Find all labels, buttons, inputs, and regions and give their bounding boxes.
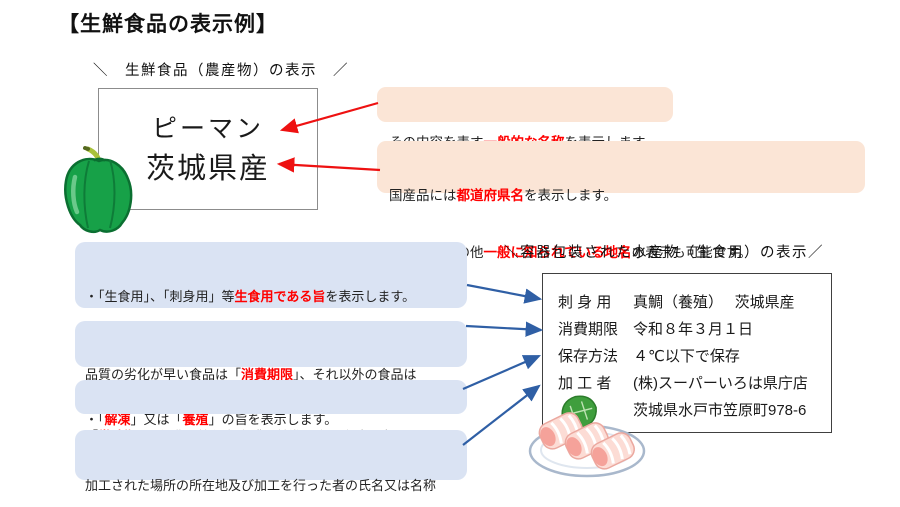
- row-label: 刺 身 用: [558, 294, 612, 311]
- page-title: 【生鮮食品の表示例】: [58, 13, 278, 36]
- note-line: ・「生食用」、「刺身用」等生食用である旨を表示します。: [85, 289, 416, 304]
- note-line: 加工された場所の所在地及び加工を行った者の氏名又は名称: [85, 478, 437, 493]
- seafood-label-card: 刺 身 用 真鯛（養殖） 茨城県産 消費期限 令和８年３月１日 保存方法 ４℃以…: [542, 273, 832, 433]
- row-value: 令和８年３月１日: [633, 321, 754, 338]
- callout-line: 国産品には都道府県名を表示します。: [389, 188, 618, 203]
- label-row: 保存方法 ４℃以下で保存: [558, 342, 831, 369]
- seafood-section-label: ＼容器包装された水産物（生食用）の表示／: [504, 245, 824, 261]
- produce-label-card: ピーマン 茨城県産: [98, 88, 318, 210]
- row-value: (株)スーパーいろは県庁店: [633, 375, 808, 392]
- row-value: ４℃以下で保存: [633, 348, 740, 365]
- origin-rule-callout: 国産品には都道府県名を表示します。 市町村名その他一般に知られている地名の表示も…: [377, 141, 865, 260]
- label-row: 加 工 者 (株)スーパーいろは県庁店: [558, 369, 831, 396]
- sashimi-slice: [590, 432, 635, 470]
- raw-fish-rule-note: ・「生食用」、「刺身用」等生食用である旨を表示します。 ・ 原則、水域名又は地域…: [75, 242, 467, 427]
- label-row: 消費期限 令和８年３月１日: [558, 315, 831, 342]
- blue-arrow-processor: [462, 384, 541, 446]
- produce-section-label: ＼ 生鮮食品（農産物）の表示 ／: [93, 63, 349, 79]
- label-row: 刺 身 用 真鯛（養殖） 茨城県産: [558, 288, 831, 315]
- expiry-rule-note: 品質の劣化が早い食品は「消費期限」、それ以外の食品は 「賞味期限」を年月日の順で…: [75, 321, 467, 444]
- processor-rule-note: 加工された場所の所在地及び加工を行った者の氏名又は名称 を表示します。: [75, 430, 467, 493]
- note-line: ・「解凍」又は「養殖」の旨を表示します。: [85, 412, 338, 427]
- blue-arrow-storage: [462, 354, 542, 391]
- blue-arrow-expiry: [465, 321, 544, 337]
- row-value: 真鯛（養殖） 茨城県産: [633, 294, 795, 311]
- note-line: 品質の劣化が早い食品は「消費期限」、それ以外の食品は: [85, 367, 417, 382]
- name-rule-callout: その内容を表す一般的な名称を表示します。: [377, 87, 673, 150]
- product-name-text: ピーマン: [151, 115, 264, 143]
- row-label: 消費期限: [558, 321, 619, 338]
- row-label: 保存方法: [558, 348, 619, 365]
- product-origin-text: 茨城県産: [145, 153, 270, 185]
- storage-rule-note: 「4℃以下で保存」等保存方法の基準に合う方法で表示します。: [75, 380, 467, 444]
- row-label: 加 工 者: [558, 375, 612, 392]
- row-value: 茨城県水戸市笠原町978-6: [633, 402, 807, 419]
- label-row: 茨城県水戸市笠原町978-6: [558, 396, 831, 423]
